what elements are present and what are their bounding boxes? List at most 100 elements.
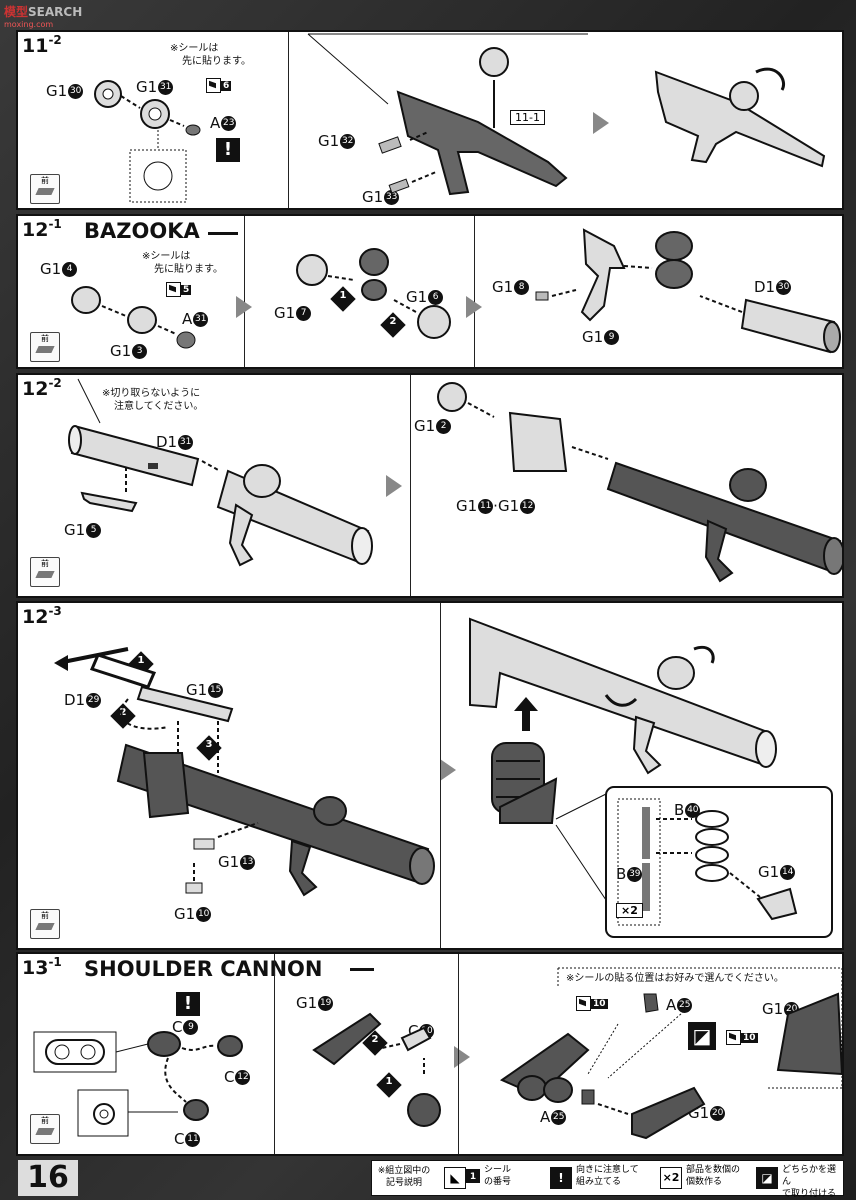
legend-sticker-icon: ◣: [444, 1167, 466, 1189]
parts-diagram-12-1c: [535, 228, 841, 354]
front-indicator: 前: [30, 909, 60, 939]
panel-divider: [274, 954, 275, 1154]
parts-diagram-12-3a: [54, 647, 435, 897]
sticker-icon: [726, 1030, 741, 1045]
legend-title: ※組立図中の記号説明: [377, 1166, 431, 1188]
parts-diagram-12-1b: [296, 248, 451, 339]
panel-divider: [458, 954, 459, 1154]
legend-item-sticker: シールの番号: [484, 1165, 512, 1187]
next-step-arrow: [466, 296, 482, 318]
sticker-icon: [166, 282, 181, 297]
multiplier-badge: ×2: [616, 903, 643, 918]
sticker-badge: 10: [726, 1030, 758, 1045]
sticker-badge: 5: [166, 282, 192, 297]
front-indicator: 前: [30, 174, 60, 204]
step-number: 13-1: [22, 955, 62, 979]
legend-sticker-number: 1: [466, 1169, 480, 1183]
step-number: 12-2: [22, 376, 62, 400]
orientation-warning-icon: !: [176, 992, 200, 1016]
parts-diagram-13-1a: [33, 1031, 243, 1137]
next-step-arrow: [593, 112, 609, 134]
rifle-result-diagram: [654, 67, 826, 168]
panel-divider: [440, 603, 441, 948]
page-footer: 16 ※組立図中の記号説明 ◣ 1 シールの番号 ! 向きに注意して組み立てる …: [16, 1158, 844, 1199]
step-title: BAZOOKA: [84, 219, 200, 243]
step-number: 11-2: [22, 33, 62, 57]
legend-choose-icon: ◪: [756, 1167, 778, 1189]
title-underline: [350, 968, 374, 971]
next-step-arrow: [236, 296, 252, 318]
front-indicator: 前: [30, 332, 60, 362]
sticker-badge: 6: [206, 78, 232, 93]
parts-diagram-12-2a: [68, 378, 373, 567]
choose-option-icon: ◪: [688, 1022, 716, 1050]
panel-divider: [410, 375, 411, 596]
sticker-icon: [576, 996, 591, 1011]
front-indicator: 前: [30, 557, 60, 587]
parts-diagram-12-2b: [437, 382, 842, 583]
next-step-arrow: [386, 475, 402, 497]
rifle-assembly-diagram: [307, 33, 588, 196]
sticker-position-note: ※シールの貼る位置はお好みで選んでください。: [566, 973, 784, 984]
legend-item-choose: どちらかを選んで取り付ける: [782, 1165, 837, 1199]
parts-diagram-13-1b: [312, 1012, 441, 1127]
parts-diagram-12-3b: [469, 617, 833, 938]
panel-divider: [244, 216, 245, 367]
legend-multiplier-icon: ×2: [660, 1167, 682, 1189]
sticker-badge: 10: [576, 996, 608, 1011]
sticker-icon: [206, 78, 221, 93]
step-title: SHOULDER CANNON: [84, 957, 323, 981]
title-underline: [208, 232, 238, 235]
legend-item-multiple: 部品を数個の個数作る: [686, 1165, 741, 1187]
reference-step-box: 11-1: [510, 110, 545, 125]
panel-divider: [288, 32, 289, 208]
step-number: 12-3: [22, 604, 62, 628]
page-number: 16: [18, 1160, 78, 1196]
sticker-note: ※シールは先に貼ります。: [142, 251, 223, 275]
site-watermark: 模型SEARCH moxing.com: [4, 5, 83, 29]
legend-item-orientation: 向きに注意して組み立てる: [576, 1165, 639, 1187]
parts-diagram-11-2: [94, 80, 201, 203]
caution-note: ※切り取らないように注意してください。: [102, 388, 204, 412]
legend-warning-icon: !: [550, 1167, 572, 1189]
parts-diagram-13-1c: [499, 967, 842, 1140]
front-indicator: 前: [30, 1114, 60, 1144]
symbol-legend: ※組立図中の記号説明 ◣ 1 シールの番号 ! 向きに注意して組み立てる ×2 …: [371, 1160, 844, 1199]
panel-divider: [474, 216, 475, 367]
orientation-warning-icon: !: [216, 138, 240, 162]
